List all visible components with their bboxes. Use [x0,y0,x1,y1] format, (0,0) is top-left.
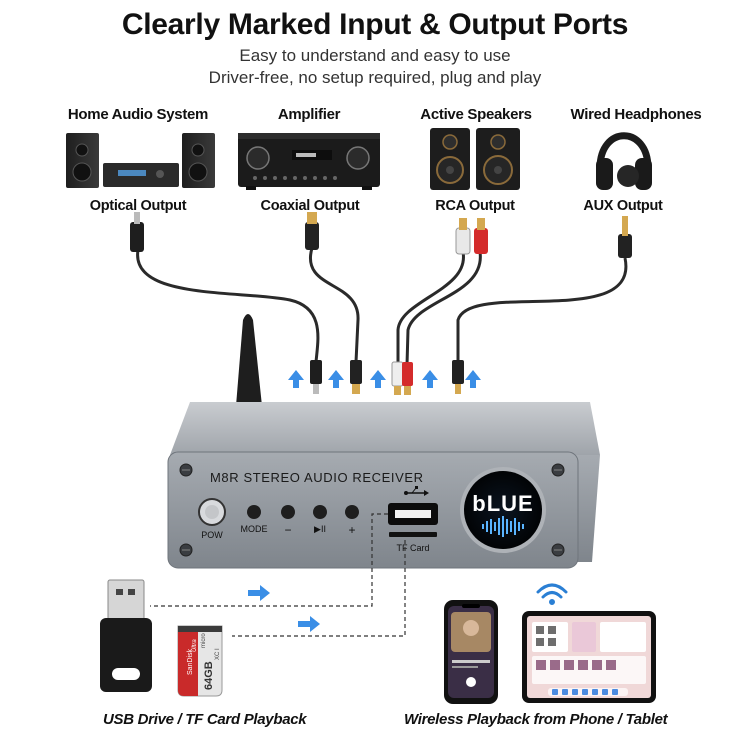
amplifier-image [238,133,380,190]
output-label-coaxial: Coaxial Output [260,198,360,214]
connectors-into-receiver [310,360,464,395]
subtitle-line-2: Driver-free, no setup required, plug and… [208,68,542,87]
headphones-image [596,132,652,190]
minus-label: − [284,523,291,537]
power-button[interactable] [198,498,226,526]
usb-drive-image [100,579,152,692]
page-title: Clearly Marked Input & Output Ports [121,8,629,41]
usb-symbol-icon [404,486,429,496]
volume-down-button[interactable] [281,505,295,519]
active-speakers-image [430,128,520,190]
play-pause-button[interactable] [313,505,327,519]
device-label-amplifier: Amplifier [277,106,341,123]
caption-wireless: Wireless Playback from Phone / Tablet [404,711,668,728]
mode-label: MODE [241,524,268,534]
subtitle-line-1: Easy to understand and easy to use [239,46,511,65]
output-label-rca: RCA Output [435,198,515,214]
receiver-model-label: M8R STEREO AUDIO RECEIVER [210,470,424,485]
dashed-connection-lines [150,513,406,637]
aux-plug-top [618,216,632,258]
optical-plug-top [130,212,144,252]
plus-label: + [348,523,355,537]
led-display [460,467,546,553]
coaxial-plug-top [305,212,319,250]
output-label-optical: Optical Output [89,198,187,214]
tf-card-image [177,625,223,697]
sd-line: Ultra [192,639,198,652]
device-label-active-speakers: Active Speakers [420,106,532,123]
volume-up-button[interactable] [345,505,359,519]
direction-arrows-right [248,585,320,632]
tf-card-label: TF Card [396,543,429,553]
antenna [232,314,266,412]
sd-class: XC I [215,648,221,660]
output-label-aux: AUX Output [583,198,663,214]
device-label-home-audio: Home Audio System [67,106,209,123]
mode-button[interactable] [247,505,261,519]
tablet-image [522,611,656,703]
tf-card-slot[interactable] [389,532,437,537]
play-pause-label: ▶II [314,524,326,534]
caption-usb-tf: USB Drive / TF Card Playback [103,711,307,728]
home-audio-system-image [66,133,215,188]
wifi-icon [536,583,568,605]
sd-micro: micro [201,633,207,648]
power-label: POW [201,530,223,540]
device-label-headphones: Wired Headphones [570,106,702,123]
phone-image [444,600,498,704]
rca-plugs-top [455,218,488,255]
display-text: bLUE [472,491,533,516]
usb-port[interactable] [388,503,438,525]
sd-brand: SanDisk [187,648,194,675]
cables [136,247,628,366]
sd-capacity: 64GB [203,661,215,690]
direction-arrows-up [288,370,481,388]
